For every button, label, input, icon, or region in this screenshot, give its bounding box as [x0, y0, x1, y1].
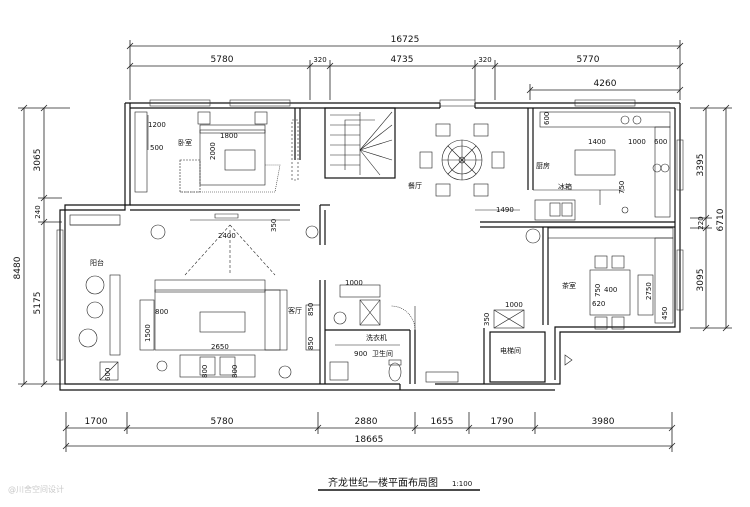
room-label-laundry: 洗衣机 [366, 333, 387, 342]
dim-1800: 1800 [220, 132, 238, 140]
dim-top-overall: 16725 [391, 35, 420, 45]
dim-800-right-chair: 800 [231, 365, 239, 378]
dim-bottom-overall: 18665 [355, 435, 384, 445]
room-label-balcony: 阳台 [90, 258, 104, 267]
dim-top-seg-4: 320 [478, 56, 491, 64]
dim-left-seg-2: 240 [34, 205, 42, 218]
bottom-dimension-chain [62, 412, 676, 452]
dim-top-seg-5: 5770 [577, 55, 600, 65]
room-label-bedroom: 卧室 [178, 138, 192, 147]
right-dimension-chain [690, 104, 732, 332]
dim-right-seg-2: 220 [697, 216, 705, 229]
dim-2750: 2750 [645, 282, 653, 300]
dim-1000-elevator: 1000 [505, 301, 523, 309]
dim-1200: 1200 [148, 121, 166, 129]
dim-350-elevator: 350 [483, 313, 491, 326]
dim-750-kitchen: 750 [618, 181, 626, 194]
dim-1500: 1500 [144, 324, 152, 342]
bedroom-furniture [134, 111, 299, 193]
dim-bottom-seg-1: 1700 [85, 417, 108, 427]
dim-right-overall: 6710 [716, 208, 726, 231]
room-label-fridge: 冰箱 [558, 182, 572, 191]
dim-900: 900 [354, 350, 367, 358]
balcony-furniture [69, 214, 121, 381]
room-label-tea: 茶室 [562, 281, 576, 290]
dim-bottom-seg-3: 2880 [355, 417, 378, 427]
dim-left-seg-1: 3065 [33, 149, 43, 172]
dim-2400: 2400 [218, 232, 236, 240]
dining-table [419, 123, 520, 211]
dim-600-kitchen-right: 600 [654, 138, 667, 146]
kitchen-fixtures [533, 111, 671, 221]
dim-1000-kitchen: 1000 [628, 138, 646, 146]
drawing-title: 齐龙世纪一楼平面布局图 [328, 476, 438, 489]
living-room-furniture [139, 213, 541, 379]
dim-top-seg-2: 320 [313, 56, 326, 64]
dim-bottom-seg-4: 1655 [431, 417, 454, 427]
laundry-bath-fixtures [329, 284, 573, 383]
dim-500: 500 [150, 144, 163, 152]
room-label-elevator: 电梯间 [500, 346, 521, 355]
dim-bottom-seg-6: 3980 [592, 417, 615, 427]
dim-800-sofa: 800 [155, 308, 168, 316]
staircase [330, 111, 393, 176]
watermark: @川舍空间设计 [8, 485, 64, 494]
dim-bottom-seg-5: 1790 [491, 417, 514, 427]
dim-left-seg-3: 5175 [33, 292, 43, 315]
dim-left-overall: 8480 [13, 256, 23, 279]
dim-1400-kitchen: 1400 [588, 138, 606, 146]
room-label-living: 客厅 [288, 306, 302, 315]
dim-1490: 1490 [496, 206, 514, 214]
room-label-bath: 卫生间 [372, 349, 393, 358]
dim-right-seg-3: 3095 [696, 269, 706, 292]
dim-kitchen-width: 4260 [594, 79, 617, 89]
dim-bottom-seg-2: 5780 [211, 417, 234, 427]
dim-1400-tea: 400 [604, 286, 617, 294]
dim-350-tv: 350 [270, 219, 278, 232]
drawing-scale: 1:100 [452, 480, 472, 488]
dim-1000-laundry: 1000 [345, 279, 363, 287]
tea-room-furniture [547, 227, 674, 330]
dim-450: 450 [661, 307, 669, 320]
dim-850-lower: 850 [307, 337, 315, 350]
dim-top-seg-1: 5780 [211, 55, 234, 65]
room-label-kitchen: 厨房 [536, 161, 550, 170]
room-label-dining: 餐厅 [408, 181, 422, 190]
dim-800-left-chair: 800 [201, 365, 209, 378]
dim-2650: 2650 [211, 343, 229, 351]
dim-top-seg-3: 4735 [391, 55, 414, 65]
dim-600-balcony: 600 [104, 368, 112, 381]
dim-right-seg-1: 3395 [696, 154, 706, 177]
dim-850-upper: 850 [307, 303, 315, 316]
left-dimension-chain [18, 104, 70, 388]
top-dimension-chain [126, 40, 684, 100]
windows [56, 99, 684, 361]
dim-600-kitchen: 600 [543, 112, 551, 125]
dim-620: 620 [592, 300, 605, 308]
dim-2000: 2000 [209, 142, 217, 160]
dim-750-tea: 750 [594, 284, 602, 297]
